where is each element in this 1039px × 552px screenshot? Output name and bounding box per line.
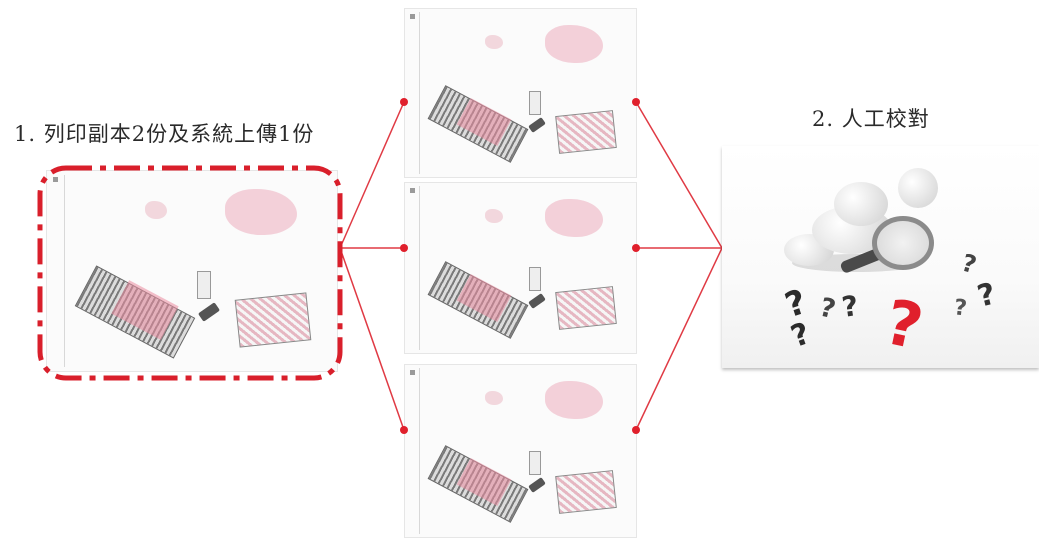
connector-dot — [400, 98, 408, 106]
drawing-copy-2 — [404, 182, 637, 354]
connector-dot — [632, 244, 640, 252]
drawing-copy-3 — [404, 364, 637, 538]
question-mark-icon: ? — [974, 276, 1000, 315]
step-1-label: 1. 列印副本2份及系統上傳1份 — [14, 122, 315, 146]
connector-dot — [632, 98, 640, 106]
question-mark-icon: ? — [786, 316, 815, 355]
step-2-label: 2. 人工校對 — [812, 107, 930, 131]
question-mark-icon: ? — [958, 248, 980, 280]
manual-proofreading-image: ? ? ? ? ? ? ? ? — [722, 146, 1039, 368]
connector-dot — [632, 426, 640, 434]
connector-dot — [400, 244, 408, 252]
selection-frame — [37, 165, 343, 381]
original-drawing-sheet — [46, 170, 338, 372]
connector-dot — [400, 426, 408, 434]
question-mark-icon: ? — [839, 289, 861, 324]
drawing-copy-1 — [404, 8, 637, 178]
question-mark-icon: ? — [816, 292, 839, 326]
question-mark-icon: ? — [952, 295, 969, 322]
magnifier-icon — [872, 216, 934, 270]
question-mark-red-icon: ? — [878, 285, 930, 364]
